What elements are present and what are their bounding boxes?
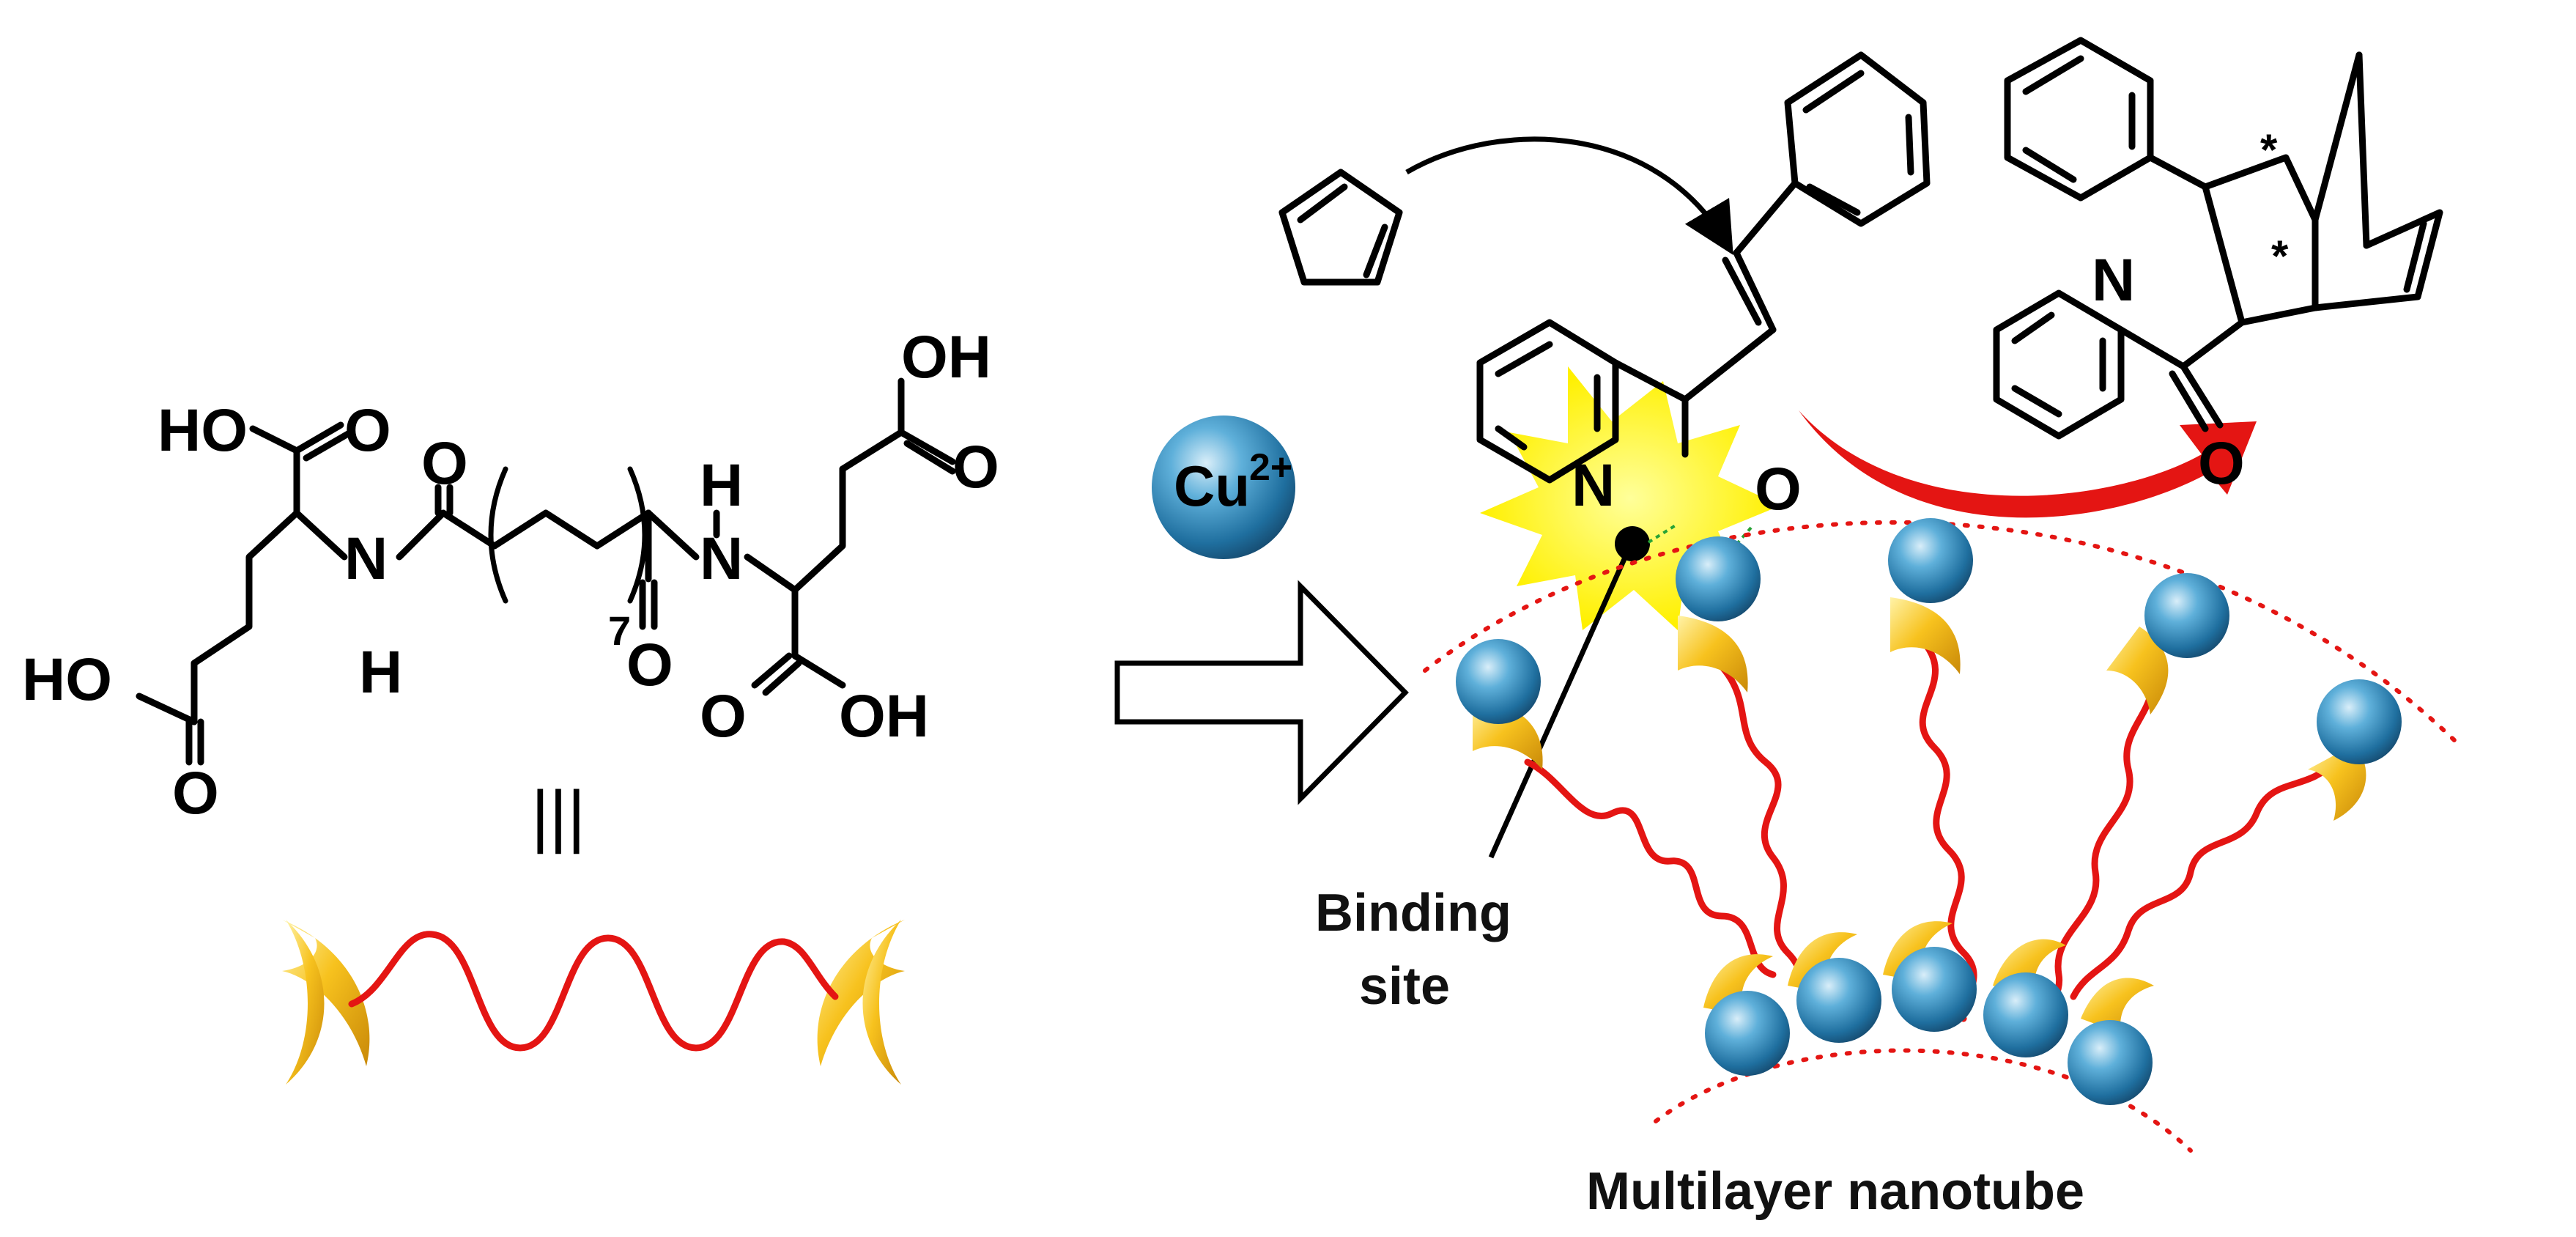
- chalcone-substrate: N O: [1476, 51, 1931, 523]
- atom-n-left: N: [344, 525, 388, 592]
- chain-3: [1916, 634, 1977, 1022]
- equivalence-symbol: |||: [531, 777, 585, 854]
- bracket-right: [627, 466, 648, 604]
- cu-ion: Cu 2+: [1152, 416, 1295, 559]
- pyridine-n: N: [1572, 452, 1615, 519]
- stereo-mark-2: *: [2271, 232, 2289, 281]
- product-n: N: [2092, 247, 2135, 314]
- sphere-icon: [2144, 573, 2229, 658]
- stereo-mark-1: *: [2260, 125, 2278, 174]
- carbonyl-o: O: [1755, 456, 1802, 523]
- atom-h-top-right: H: [700, 452, 743, 519]
- atom-o-top: O: [344, 397, 391, 464]
- cu-label: Cu: [1174, 454, 1250, 518]
- cu-spheres: [1456, 518, 2402, 1105]
- atom-o-right-acid: O: [952, 434, 999, 501]
- atom-ho-top: HO: [158, 397, 248, 464]
- binding-site-dot: [1615, 526, 1650, 561]
- bond-acyl: [1612, 359, 1689, 403]
- bond-ho-left: [136, 693, 198, 725]
- sphere-icon: [1888, 518, 1973, 603]
- crescent-right-icon: [817, 920, 905, 1066]
- sphere-icon: [1892, 947, 1977, 1032]
- diels-alder-product: N O * *: [1993, 37, 2443, 497]
- cu-sphere-icon: [1152, 416, 1295, 559]
- atom-oh-top-right: OH: [901, 324, 991, 391]
- cyclopentadiene: [1278, 169, 1403, 286]
- sphere-icon: [1796, 958, 1881, 1043]
- atom-ho-left: HO: [22, 646, 112, 713]
- bond-chain-left: [190, 447, 300, 725]
- curved-arrow-icon: [1405, 136, 1733, 256]
- chain-5: [2070, 758, 2337, 1000]
- open-arrow-icon: [1114, 580, 1409, 805]
- atom-oh-bottom-right: OH: [839, 683, 929, 750]
- bolaamphiphile-cartoon: [282, 920, 905, 1085]
- red-reaction-arrow-icon: [1799, 410, 2257, 518]
- bond-amide-left: [396, 509, 498, 561]
- binding-site-label-line2: site: [1359, 957, 1450, 1016]
- bracket-left: [488, 466, 508, 604]
- chain-1: [1524, 758, 1777, 978]
- sphere-icon: [1676, 536, 1761, 621]
- crescent-left-icon: [282, 920, 370, 1066]
- product-o: O: [2198, 430, 2245, 497]
- atom-o-amide-left: O: [421, 430, 468, 497]
- bond-chain-right: [744, 429, 905, 594]
- bolaamphiphile-structure: HO O O H OH O N H N HO O O O OH 7 |||: [22, 324, 999, 854]
- nanotube-cartoon: [1423, 520, 2460, 1153]
- atom-o-bottom-right: O: [700, 683, 747, 750]
- bond-methylene-chain: [491, 509, 652, 550]
- outer-layer-outline: [1423, 520, 2460, 746]
- binding-site-pointer: [1488, 544, 1633, 859]
- alkyl-chain-wave: [348, 931, 839, 1052]
- sphere-icon: [2068, 1020, 2153, 1105]
- sphere-icon: [1456, 639, 1541, 724]
- sphere-icon: [2317, 679, 2402, 764]
- cu-charge: 2+: [1249, 446, 1292, 489]
- atom-h-left: H: [359, 639, 402, 706]
- atom-n-right: N: [700, 525, 743, 592]
- inner-layer-outline: [1654, 1048, 2193, 1153]
- sphere-icon: [1705, 991, 1790, 1076]
- subscript-7: 7: [608, 608, 631, 654]
- bond-ho-top: [249, 425, 300, 454]
- binding-site-label-line1: Binding: [1315, 884, 1511, 942]
- chain-4: [2033, 656, 2157, 1026]
- atom-o-amide-right: O: [626, 632, 673, 698]
- sphere-icon: [1983, 972, 2068, 1057]
- nanotube-label: Multilayer nanotube: [1586, 1162, 2084, 1221]
- atom-o-bottom-left: O: [172, 760, 219, 827]
- bond-to-n-left: [293, 509, 348, 561]
